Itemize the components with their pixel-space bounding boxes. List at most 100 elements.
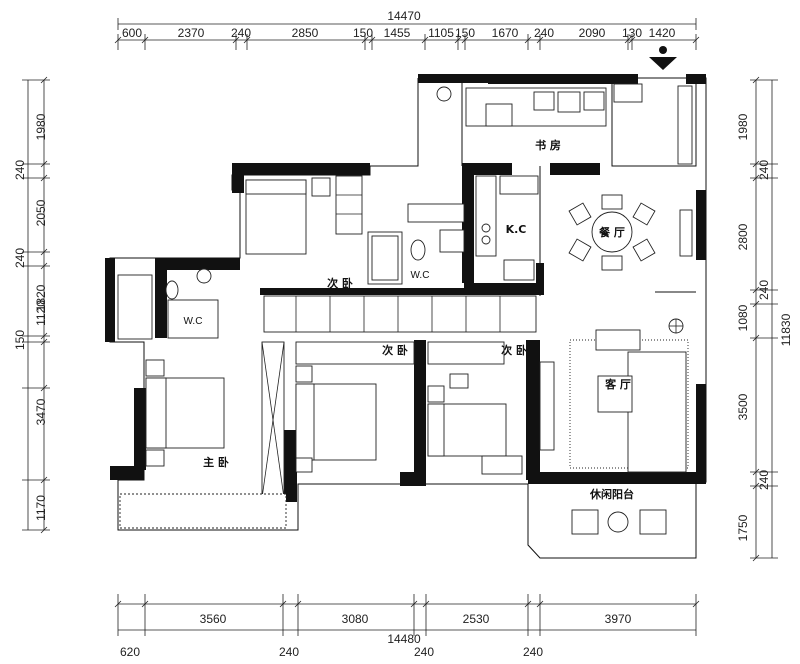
dimension-tick [692, 36, 700, 44]
dimension-tick [40, 174, 48, 182]
living-room: 客 厅 [539, 318, 689, 473]
dimension-tick [368, 36, 376, 44]
dimension-tick [536, 600, 544, 608]
left-dim-2: 240 [13, 160, 27, 180]
kitchen-label: K.C [506, 223, 527, 236]
bottom-wall-dim-3: 240 [414, 645, 434, 659]
top-dimension-chain: 14470 600 2370 240 2850 150 1455 1105 15… [114, 9, 700, 50]
master-bedroom-label: 主 卧 [203, 455, 229, 469]
dimension-tick [279, 600, 287, 608]
dimension-tick [422, 600, 430, 608]
right-total-dimension: 11830 [779, 313, 793, 346]
dimension-tick [40, 76, 48, 84]
bottom-room-dim-1: 3560 [200, 612, 227, 626]
left-dim-5: 1820 [34, 284, 48, 311]
left-dim-7: 1120 [34, 300, 48, 326]
right-dim-6: 3500 [736, 393, 750, 420]
dimension-tick [40, 476, 48, 484]
dimension-tick [752, 174, 760, 182]
dimension-tick [141, 36, 149, 44]
right-dim-7: 240 [757, 470, 771, 490]
bedroom-2-right: 次 卧 [427, 341, 527, 475]
dimension-tick [752, 468, 760, 476]
study-label: 书 房 [535, 138, 561, 152]
left-dim-1: 1980 [34, 113, 48, 140]
top-dim-6: 1455 [384, 26, 411, 40]
dimension-tick [40, 160, 48, 168]
dimension-tick [524, 36, 532, 44]
entry-arrow-icon [649, 46, 677, 70]
dimension-tick [461, 36, 469, 44]
dimension-tick [243, 36, 251, 44]
right-dim-5: 1080 [736, 304, 750, 331]
dimension-tick [40, 248, 48, 256]
right-dimension-chain: 1980 240 2800 240 1080 3500 240 1750 118… [736, 76, 793, 562]
top-dim-13: 1420 [649, 26, 676, 40]
balcony: 休闲阳台 [571, 487, 667, 535]
bedroom-2-center-label: 次 卧 [382, 343, 408, 357]
dimension-tick [141, 600, 149, 608]
top-dim-2: 2370 [178, 26, 205, 40]
bottom-wall-dim-1: 620 [120, 645, 140, 659]
right-dim-4: 240 [757, 280, 771, 300]
bedroom-2-top: 次 卧 [245, 175, 363, 290]
dimension-tick [752, 334, 760, 342]
dimension-tick [524, 600, 532, 608]
left-dimension-chain: 1980 240 2050 240 1820 150 1120 3470 117… [13, 76, 50, 534]
bottom-total-dimension: 14480 [387, 632, 421, 646]
dimension-tick [752, 160, 760, 168]
top-dim-11: 2090 [579, 26, 606, 40]
bottom-wall-dim-2: 240 [279, 645, 299, 659]
dimension-tick [114, 600, 122, 608]
dimension-tick [294, 600, 302, 608]
dimension-tick [421, 36, 429, 44]
right-dim-3: 2800 [736, 223, 750, 250]
living-room-label: 客 厅 [604, 377, 631, 391]
top-dim-7: 1105 [428, 26, 454, 40]
dimension-tick [752, 482, 760, 490]
dimension-tick [692, 600, 700, 608]
dimension-tick [752, 554, 760, 562]
top-dim-8: 150 [455, 26, 475, 40]
top-dim-4: 2850 [292, 26, 319, 40]
right-dim-2: 240 [757, 160, 771, 180]
master-bedroom: 主 卧 [119, 341, 287, 529]
dimension-tick [410, 600, 418, 608]
top-dim-10: 240 [534, 26, 554, 40]
dimension-tick [752, 76, 760, 84]
dimension-tick [114, 36, 122, 44]
dining-label: 餐 厅 [598, 225, 625, 239]
dimension-tick [361, 36, 369, 44]
dimension-tick [624, 36, 632, 44]
dimension-tick [40, 262, 48, 270]
dimension-tick [536, 36, 544, 44]
dimension-tick [454, 36, 462, 44]
thick-walls [105, 74, 706, 502]
top-total-dimension: 14470 [387, 9, 421, 23]
bedroom-2-top-label: 次 卧 [327, 276, 353, 290]
study-room: 书 房 [436, 83, 693, 165]
dimension-tick [628, 36, 636, 44]
dimension-tick [752, 300, 760, 308]
dining-room: 餐 厅 [568, 194, 693, 271]
left-dim-3: 2050 [34, 199, 48, 226]
top-dim-1: 600 [122, 26, 142, 40]
dimension-tick [40, 526, 48, 534]
top-dim-12: 130 [622, 26, 642, 40]
wc-center-label: W.C [411, 270, 430, 281]
bottom-room-dim-3: 2530 [463, 612, 490, 626]
balcony-label: 休闲阳台 [589, 487, 634, 501]
dimension-tick [40, 338, 48, 346]
wc-left: W.C [117, 268, 219, 340]
left-dim-4: 240 [13, 248, 27, 268]
bedroom-2-center: 次 卧 [295, 341, 415, 473]
left-dim-6: 150 [13, 330, 27, 350]
bottom-room-dim-2: 3080 [342, 612, 369, 626]
dimension-tick [40, 332, 48, 340]
dimension-tick [232, 36, 240, 44]
corridor-cabinets [263, 295, 537, 333]
dimension-tick [752, 286, 760, 294]
bottom-room-dim-4: 3970 [605, 612, 632, 626]
bottom-wall-dim-4: 240 [523, 645, 543, 659]
